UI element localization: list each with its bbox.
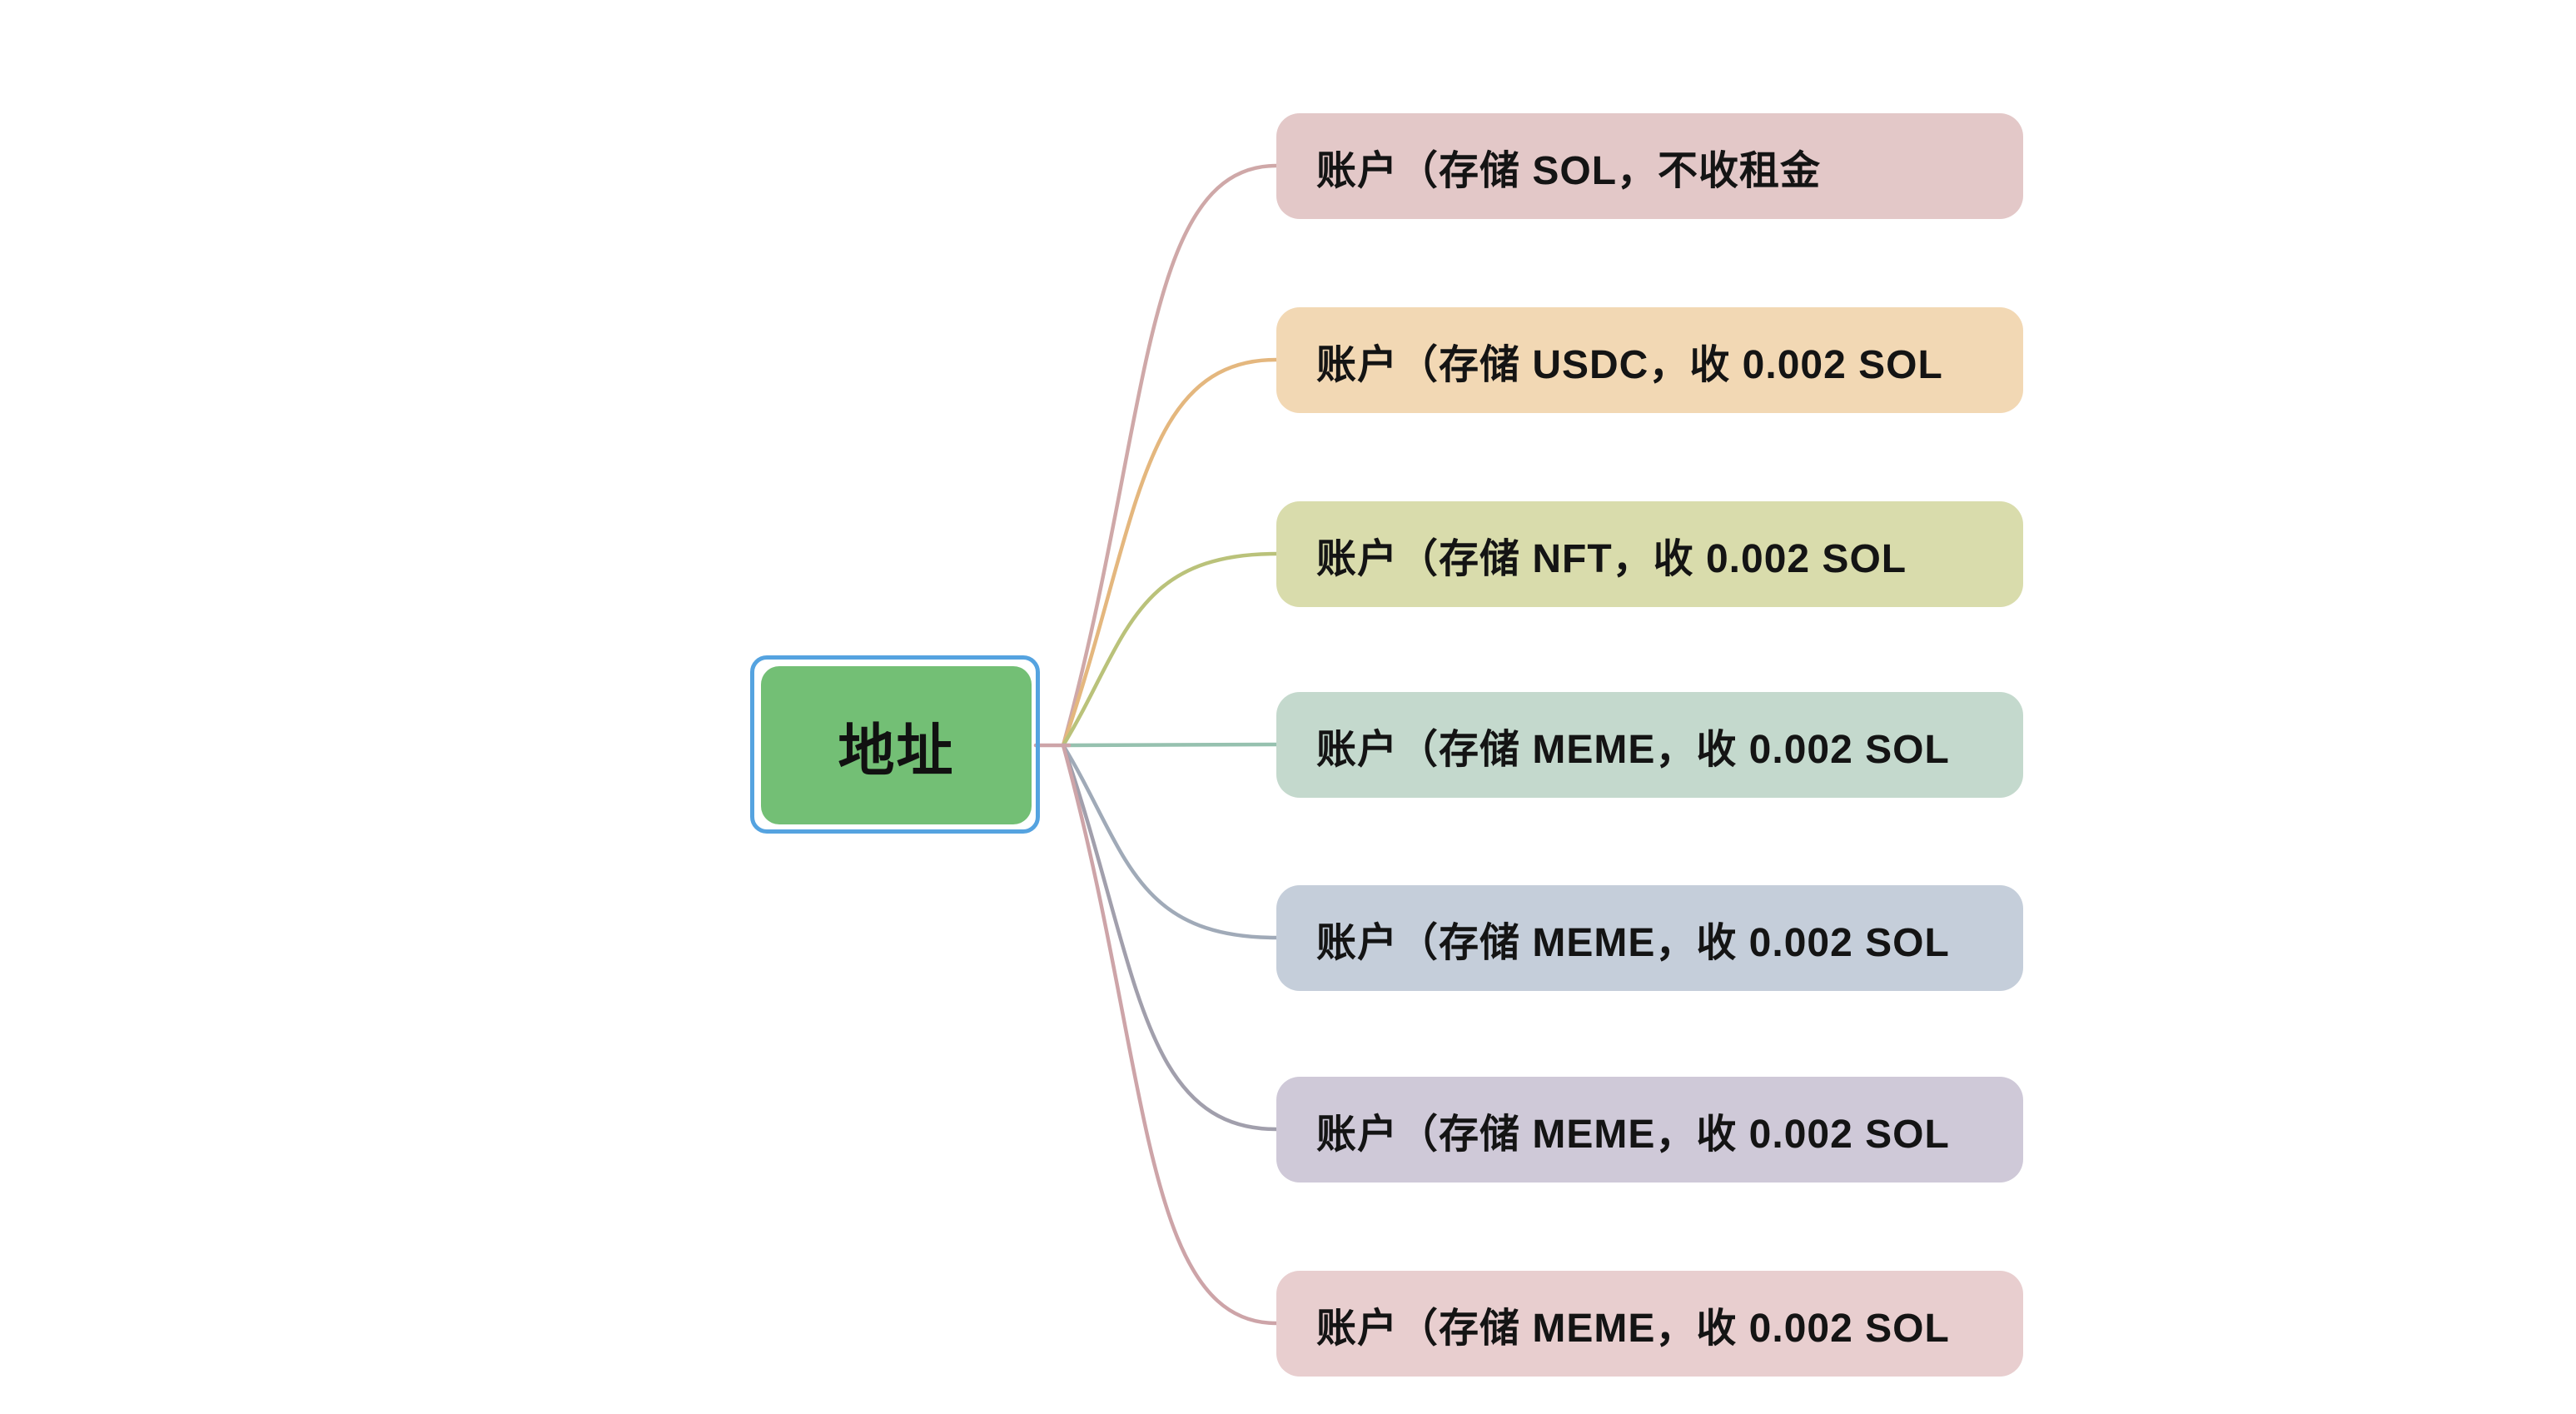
connector-4 (1061, 742, 1279, 748)
branch-node-6[interactable]: 账户（存储 MEME，收 0.002 SOL (1276, 1077, 2023, 1182)
root-node-label: 地址 (838, 719, 955, 783)
branch-node-3-label: 账户（存储 NFT，收 0.002 SOL (1316, 536, 1907, 581)
connector-2 (1061, 357, 1279, 748)
branch-node-5-label: 账户（存储 MEME，收 0.002 SOL (1316, 920, 1950, 965)
root-selection-border (750, 655, 1040, 834)
branch-node-7[interactable]: 账户（存储 MEME，收 0.002 SOL (1276, 1271, 2023, 1377)
branch-node-2-label: 账户（存储 USDC，收 0.002 SOL (1316, 342, 1943, 387)
connector-6 (1061, 743, 1279, 1132)
root-node[interactable]: 地址 (761, 666, 1032, 824)
branch-node-3[interactable]: 账户（存储 NFT，收 0.002 SOL (1276, 501, 2023, 607)
branch-node-5[interactable]: 账户（存储 MEME，收 0.002 SOL (1276, 885, 2023, 991)
connector-5 (1061, 743, 1279, 940)
branch-node-2[interactable]: 账户（存储 USDC，收 0.002 SOL (1276, 307, 2023, 413)
branch-node-1[interactable]: 账户（存储 SOL，不收租金 (1276, 113, 2023, 219)
connector-3 (1061, 551, 1279, 748)
branch-node-7-label: 账户（存储 MEME，收 0.002 SOL (1316, 1306, 1950, 1351)
connector-1 (1061, 163, 1279, 748)
connector-7 (1061, 743, 1279, 1326)
branch-node-4[interactable]: 账户（存储 MEME，收 0.002 SOL (1276, 692, 2023, 798)
branch-node-6-label: 账户（存储 MEME，收 0.002 SOL (1316, 1112, 1950, 1157)
branch-node-4-label: 账户（存储 MEME，收 0.002 SOL (1316, 727, 1950, 772)
branch-node-1-label: 账户（存储 SOL，不收租金 (1316, 148, 1822, 193)
